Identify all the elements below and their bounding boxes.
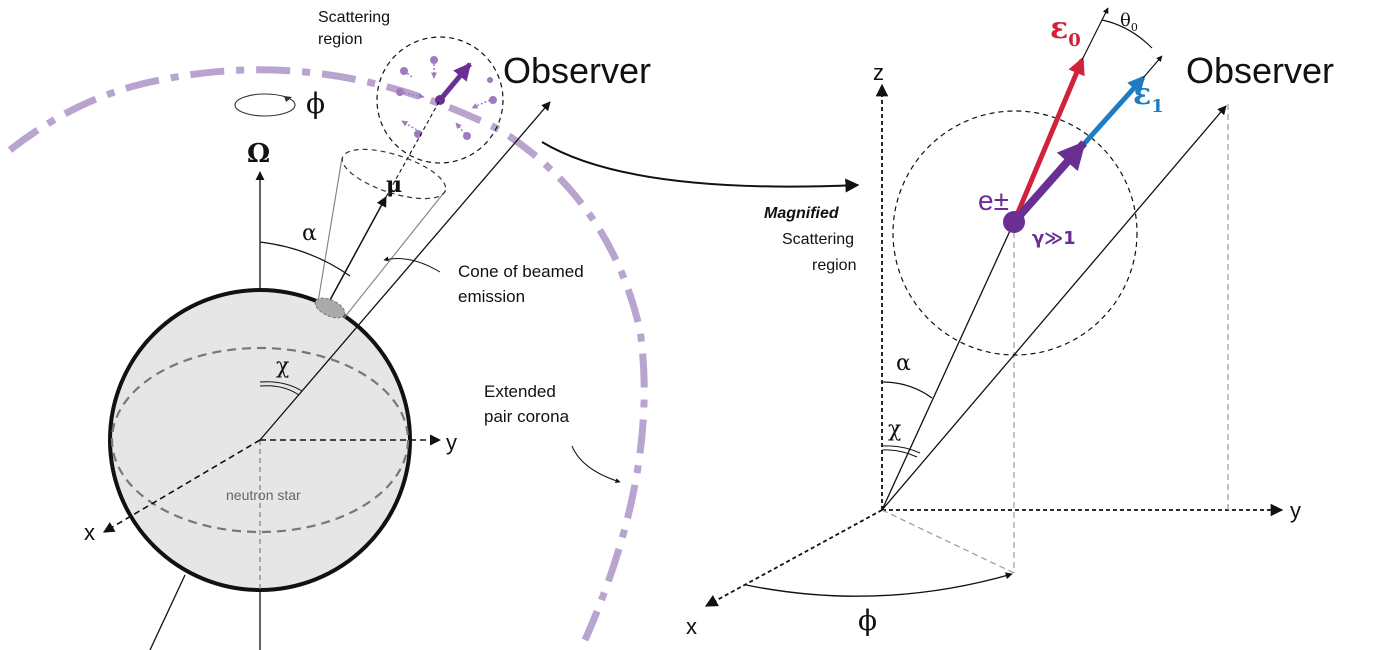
magnify-arrow — [541, 141, 860, 193]
corona-label-pointer — [571, 445, 621, 484]
right-scattering-region — [892, 110, 1138, 356]
left-alpha-arc — [259, 241, 351, 277]
left-chi-label: χ — [276, 354, 289, 379]
emission-spot — [314, 297, 346, 319]
left-observer-line — [259, 101, 551, 441]
right-electron-line — [881, 221, 1015, 511]
cone-top — [341, 148, 447, 200]
left-scattering-region — [376, 36, 504, 164]
eps1-label: ε1 — [1133, 77, 1164, 117]
right-panel: z y x ϕ Observer α χ e± γ≫1 — [686, 7, 1334, 639]
right-chi-label: χ — [888, 417, 901, 442]
right-alpha-label: α — [896, 351, 911, 376]
magnetic-axis-mu — [329, 196, 387, 301]
right-observer-label: Observer — [1186, 50, 1334, 91]
magnified-label: Magnified — [764, 205, 840, 222]
electron-dot — [1003, 211, 1025, 233]
scattering-region-label-2: region — [318, 31, 362, 48]
right-phi-arc — [745, 572, 1013, 597]
eps0-arrow — [1011, 56, 1085, 223]
omega-label: Ω — [247, 139, 270, 169]
right-z-label: z — [873, 60, 884, 85]
left-y-label: y — [446, 430, 457, 455]
scatter-link-dashed — [385, 99, 441, 198]
eps1-axis-line — [1142, 55, 1163, 79]
cone-label-pointer — [383, 256, 441, 273]
right-alpha-arc — [881, 381, 933, 399]
theta0-arc — [1101, 19, 1153, 49]
right-x-axis — [704, 509, 883, 607]
projection-ground — [881, 509, 1015, 574]
scattering-particles — [396, 56, 497, 140]
left-phi-label: ϕ — [306, 87, 325, 120]
right-observer-line — [881, 105, 1227, 511]
left-x-label: x — [84, 520, 95, 545]
left-observer-label: Observer — [503, 50, 651, 91]
left-chi-arc — [259, 381, 303, 396]
right-chi-arc — [881, 445, 921, 458]
star-equator — [110, 346, 410, 534]
left-panel: neutron star Ω ϕ μ Observer y x α χ — [7, 9, 860, 650]
star-label: neutron star — [226, 487, 301, 503]
eps0-axis-line — [1081, 7, 1109, 61]
right-y-label: y — [1290, 498, 1301, 523]
emission-cone — [317, 157, 447, 319]
eps0-label: ε0 — [1050, 11, 1081, 51]
left-x-axis — [103, 439, 261, 533]
electron-label: e± — [978, 185, 1009, 216]
cone-label-2: emission — [458, 287, 525, 306]
rotation-arrowhead — [284, 96, 292, 102]
corona-label-2: pair corona — [484, 407, 570, 426]
corona-label-1: Extended — [484, 382, 556, 401]
left-alpha-label: α — [302, 221, 317, 246]
right-x-label: x — [686, 614, 697, 639]
cone-label-1: Cone of beamed — [458, 262, 584, 281]
mu-label: μ — [386, 172, 402, 198]
magnetic-axis-lower — [149, 574, 186, 650]
scattering-region-label-1: Scattering — [318, 9, 390, 26]
rotation-indicator — [234, 93, 296, 117]
pair-corona-arc — [7, 66, 648, 642]
electron-velocity-arrow — [1011, 140, 1087, 225]
magnified-region-label: region — [812, 257, 856, 274]
right-phi-label: ϕ — [858, 604, 877, 637]
magnified-scattering-label: Scattering — [782, 231, 854, 248]
gamma-label: γ≫1 — [1032, 228, 1076, 249]
theta0-label: θ0 — [1120, 10, 1138, 34]
